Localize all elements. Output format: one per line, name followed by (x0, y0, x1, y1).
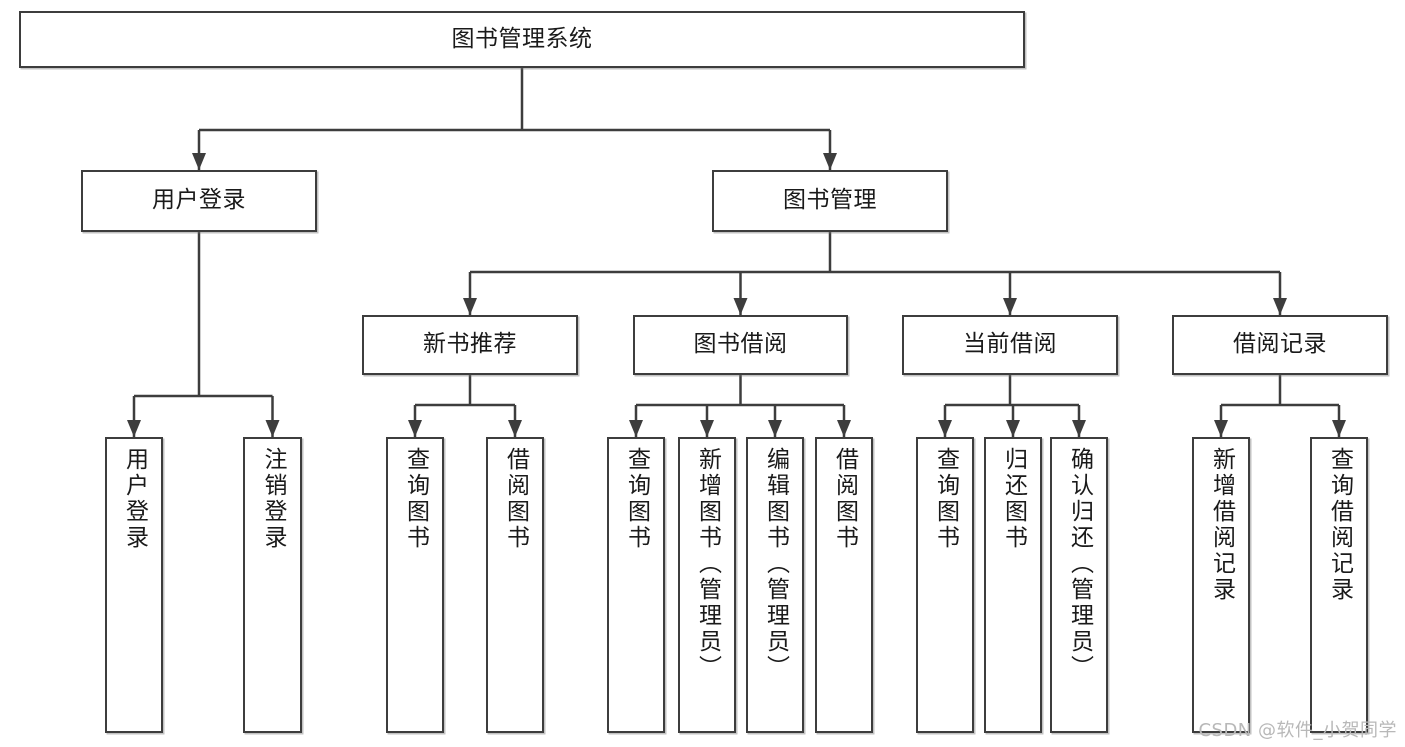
node-leaf-query-book-3[interactable]: 查询图书 (916, 437, 974, 733)
node-book-management[interactable]: 图书管理 (712, 170, 948, 232)
node-label: 归还图书 (1000, 447, 1027, 551)
node-label: 用户登录 (121, 447, 148, 551)
node-label: 图书管理系统 (451, 25, 593, 52)
node-leaf-borrow-book-1[interactable]: 借阅图书 (486, 437, 544, 733)
node-label: 新增图书（管理员） (694, 447, 721, 681)
node-leaf-add-borrow-record[interactable]: 新增借阅记录 (1192, 437, 1250, 733)
node-label: 借阅图书 (831, 447, 858, 551)
node-label: 注销登录 (260, 447, 286, 551)
node-root-system[interactable]: 图书管理系统 (19, 11, 1025, 68)
node-book-borrowing[interactable]: 图书借阅 (633, 315, 848, 375)
node-label: 查询图书 (932, 447, 959, 551)
node-leaf-query-book-1[interactable]: 查询图书 (386, 437, 444, 733)
node-label: 当前借阅 (963, 331, 1057, 358)
node-leaf-return-book[interactable]: 归还图书 (984, 437, 1042, 733)
node-label: 查询借阅记录 (1326, 447, 1353, 603)
node-leaf-add-book[interactable]: 新增图书（管理员） (678, 437, 736, 733)
node-label: 查询图书 (623, 447, 650, 551)
node-label: 借阅图书 (502, 447, 529, 551)
node-label: 用户登录 (152, 187, 246, 214)
node-label: 新书推荐 (423, 331, 517, 358)
node-leaf-edit-book[interactable]: 编辑图书（管理员） (746, 437, 804, 733)
node-new-book-recommendation[interactable]: 新书推荐 (362, 315, 578, 375)
node-leaf-query-book-2[interactable]: 查询图书 (607, 437, 665, 733)
node-label: 借阅记录 (1233, 331, 1327, 358)
node-label: 编辑图书（管理员） (762, 447, 789, 681)
node-label: 新增借阅记录 (1208, 447, 1235, 603)
node-label: 确认归还（管理员） (1066, 447, 1093, 681)
node-label: 查询图书 (402, 447, 429, 551)
node-leaf-logout[interactable]: 注销登录 (243, 437, 302, 733)
node-leaf-user-login[interactable]: 用户登录 (105, 437, 163, 733)
node-user-login[interactable]: 用户登录 (81, 170, 317, 232)
node-leaf-query-borrow-record[interactable]: 查询借阅记录 (1310, 437, 1368, 733)
node-label: 图书借阅 (693, 331, 788, 358)
node-leaf-confirm-return[interactable]: 确认归还（管理员） (1050, 437, 1108, 733)
node-leaf-borrow-book-2[interactable]: 借阅图书 (815, 437, 873, 733)
node-current-borrowing[interactable]: 当前借阅 (902, 315, 1118, 375)
node-borrowing-records[interactable]: 借阅记录 (1172, 315, 1388, 375)
node-label: 图书管理 (783, 187, 877, 214)
watermark-credit: CSDN @软件_小贺同学 (1198, 720, 1397, 741)
